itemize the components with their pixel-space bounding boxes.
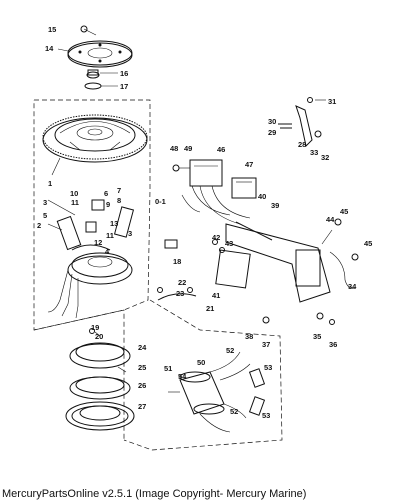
switch-box-assembly: [172, 159, 257, 225]
copyright-footer: MercuryPartsOnline v2.5.1 (Image Copyrig…: [2, 488, 307, 500]
callout-25: 25: [138, 363, 146, 372]
callout-16: 16: [120, 69, 128, 78]
callout-48: 48: [170, 144, 178, 153]
callout-41: 41: [212, 291, 220, 300]
callout-18: 18: [173, 257, 181, 266]
callout-49: 49: [184, 144, 192, 153]
callout-27: 27: [138, 402, 146, 411]
callout-36: 36: [329, 340, 337, 349]
callout-8: 8: [117, 196, 121, 205]
callout-52a: 52: [226, 346, 234, 355]
callout-53b: 53: [262, 411, 270, 420]
callout-34: 34: [348, 282, 357, 291]
callout-23: 23: [176, 289, 184, 298]
callout-42: 42: [212, 233, 220, 242]
callout-28: 28: [298, 140, 306, 149]
upper-right-parts: [278, 97, 326, 148]
callout-52b: 52: [230, 407, 238, 416]
flywheel: [42, 114, 148, 176]
callout-44: 44: [326, 215, 335, 224]
callout-6: 6: [104, 189, 108, 198]
callout-20: 20: [95, 332, 103, 341]
ignition-coil: [168, 351, 266, 433]
callout-3b: 3: [128, 229, 132, 238]
callout-29: 29: [268, 128, 276, 137]
flywheel-cover-group: [57, 25, 133, 90]
callout-54: 54: [178, 372, 187, 381]
callout-26: 26: [138, 381, 146, 390]
callout-50: 50: [197, 358, 205, 367]
fasteners: [157, 239, 335, 325]
callout-5: 5: [43, 211, 47, 220]
callout-37: 37: [262, 340, 270, 349]
callout-21: 21: [206, 304, 214, 313]
callout-7: 7: [117, 186, 121, 195]
callout-11b: 11: [106, 231, 114, 240]
callout-3: 3: [43, 198, 47, 207]
callout-11a: 11: [71, 198, 79, 207]
callout-39: 39: [271, 201, 279, 210]
callout-45a: 45: [340, 207, 348, 216]
callout-17: 17: [120, 82, 128, 91]
mount-bracket: [215, 218, 359, 303]
callout-10: 10: [70, 189, 78, 198]
callout-47: 47: [245, 160, 253, 169]
callout-32: 32: [321, 153, 329, 162]
callout-46: 46: [217, 145, 225, 154]
callout-2: 2: [37, 221, 41, 230]
callout-14: 14: [45, 44, 54, 53]
callout-22: 22: [178, 278, 186, 287]
parts-diagram: 15 14 16 17 1 10 6 7 0-1 3 11 9 8 5 13 2…: [33, 25, 372, 451]
callout-24: 24: [138, 343, 147, 352]
stator-assembly: [47, 199, 135, 319]
lower-plates: [65, 328, 135, 431]
callout-12: 12: [94, 238, 102, 247]
callout-43: 43: [225, 239, 233, 248]
callout-1: 1: [48, 179, 52, 188]
callout-38: 38: [245, 332, 253, 341]
callout-4: 4: [105, 247, 110, 256]
callout-53: 53: [264, 363, 272, 372]
callout-45b: 45: [364, 239, 372, 248]
callout-9: 9: [106, 200, 110, 209]
callout-33: 33: [310, 148, 318, 157]
callout-51: 51: [164, 364, 172, 373]
callout-35: 35: [313, 332, 321, 341]
callout-30: 30: [268, 117, 276, 126]
callout-19: 19: [91, 323, 99, 332]
callout-40: 40: [258, 192, 266, 201]
callout-31: 31: [328, 97, 336, 106]
callout-0-1: 0-1: [155, 197, 166, 206]
callout-15: 15: [48, 25, 56, 34]
callout-13: 13: [110, 219, 118, 228]
